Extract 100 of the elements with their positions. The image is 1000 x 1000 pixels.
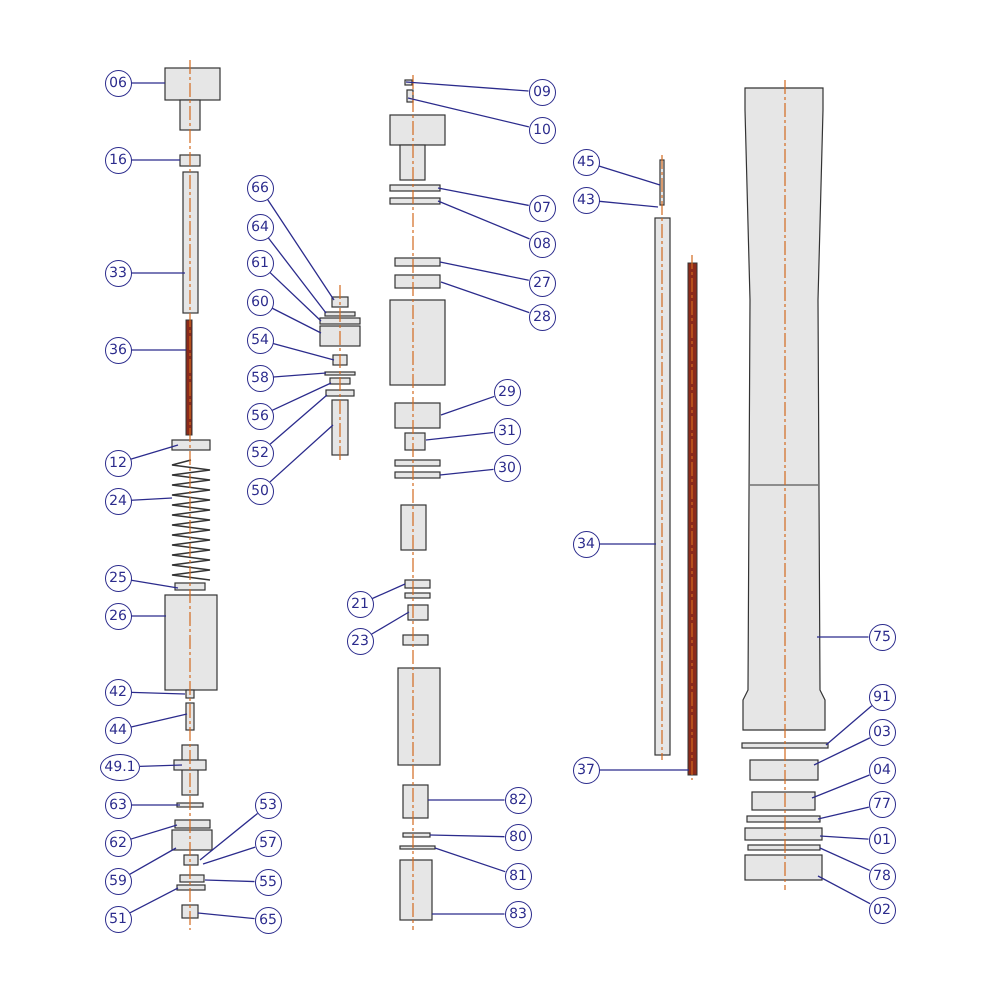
leader-line bbox=[266, 198, 335, 300]
leader-line bbox=[132, 159, 180, 161]
leader-line bbox=[200, 812, 258, 860]
callout-number: 57 bbox=[254, 830, 282, 856]
leader-line bbox=[440, 281, 530, 314]
leader-line bbox=[202, 846, 256, 865]
callout-number: 52 bbox=[246, 440, 274, 466]
leader-line bbox=[826, 705, 872, 746]
leader-line bbox=[131, 713, 188, 728]
callout-number: 21 bbox=[346, 590, 374, 618]
leader-line bbox=[817, 636, 868, 638]
leader-line bbox=[372, 583, 406, 600]
callout-number: 53 bbox=[254, 792, 282, 818]
callout-number: 27 bbox=[528, 270, 556, 296]
leader-line bbox=[600, 543, 656, 545]
leader-line bbox=[272, 342, 334, 361]
leader-line bbox=[198, 912, 255, 920]
callout-number: 44 bbox=[104, 716, 132, 744]
leader-line bbox=[440, 468, 494, 476]
callout-number: 31 bbox=[494, 418, 520, 444]
leader-line bbox=[434, 847, 506, 872]
callout-number: 36 bbox=[104, 336, 132, 364]
leader-line bbox=[438, 200, 530, 240]
leader-line bbox=[273, 372, 326, 378]
callout-number: 78 bbox=[868, 862, 896, 890]
callout-number: 25 bbox=[104, 564, 132, 592]
callout-number: 60 bbox=[246, 288, 274, 316]
callout-number: 01 bbox=[868, 826, 896, 854]
leader-line bbox=[132, 272, 185, 274]
leader-line bbox=[268, 237, 327, 314]
callout-number: 02 bbox=[868, 896, 896, 924]
leader-line bbox=[406, 81, 529, 92]
leader-line bbox=[598, 165, 660, 186]
leader-line bbox=[428, 799, 504, 801]
callout-number: 04 bbox=[868, 756, 896, 784]
callout-number: 45 bbox=[572, 148, 600, 176]
callout-number: 03 bbox=[868, 718, 896, 746]
leader-line bbox=[818, 806, 869, 820]
callout-number: 33 bbox=[104, 260, 132, 286]
leader-line bbox=[132, 615, 166, 617]
leader-line bbox=[371, 611, 410, 635]
callout-number: 91 bbox=[868, 684, 896, 710]
callout-number: 59 bbox=[104, 868, 132, 894]
leader-line bbox=[130, 824, 178, 840]
callout-number: 23 bbox=[346, 628, 374, 654]
leader-line bbox=[440, 396, 494, 416]
leader-line bbox=[820, 847, 870, 872]
leader-line bbox=[814, 737, 870, 766]
leader-line bbox=[132, 82, 165, 84]
leader-line bbox=[140, 764, 182, 767]
callout-number: 26 bbox=[104, 602, 132, 630]
leader-line bbox=[812, 774, 870, 799]
callout-number: 80 bbox=[504, 824, 532, 850]
callout-number: 12 bbox=[104, 450, 132, 476]
leader-line bbox=[272, 308, 322, 334]
callout-number: 09 bbox=[528, 78, 556, 106]
callout-number: 24 bbox=[104, 488, 132, 514]
callout-number: 75 bbox=[868, 624, 896, 650]
leader-line bbox=[129, 847, 176, 875]
leader-line bbox=[600, 769, 689, 771]
leader-line bbox=[270, 424, 334, 482]
leader-line bbox=[432, 913, 504, 915]
leader-line bbox=[130, 444, 178, 460]
callout-number: 34 bbox=[572, 530, 600, 558]
leader-line bbox=[130, 887, 178, 914]
callout-number: 82 bbox=[504, 786, 532, 814]
leader-line bbox=[820, 835, 869, 840]
callout-number: 61 bbox=[246, 250, 274, 276]
callout-number: 07 bbox=[528, 194, 556, 222]
callout-number: 64 bbox=[246, 214, 274, 240]
callout-number: 43 bbox=[572, 186, 600, 214]
callout-number: 16 bbox=[104, 146, 132, 174]
leader-line bbox=[132, 349, 186, 351]
leader-line bbox=[270, 394, 328, 445]
leader-line bbox=[408, 97, 530, 128]
leader-line bbox=[426, 432, 494, 441]
callout-number: 55 bbox=[254, 868, 282, 896]
leader-line bbox=[272, 382, 332, 411]
callout-number: 65 bbox=[254, 906, 282, 934]
callout-number: 42 bbox=[104, 678, 132, 706]
callout-number: 51 bbox=[104, 906, 132, 932]
leader-line bbox=[818, 875, 870, 904]
leader-line bbox=[599, 200, 658, 208]
callout-number: 49.1 bbox=[100, 754, 140, 780]
leader-line bbox=[430, 834, 505, 838]
leader-line bbox=[131, 580, 178, 589]
callout-number: 56 bbox=[246, 402, 274, 430]
leader-line bbox=[440, 261, 529, 281]
leader-line bbox=[131, 497, 172, 501]
callout-number: 62 bbox=[104, 830, 132, 856]
callout-number: 30 bbox=[494, 454, 520, 482]
leader-line bbox=[438, 187, 529, 206]
leader-line bbox=[204, 879, 255, 882]
callout-number: 37 bbox=[572, 756, 600, 784]
callout-number: 83 bbox=[504, 900, 532, 928]
callout-number: 66 bbox=[246, 174, 274, 202]
callout-number: 29 bbox=[494, 378, 520, 406]
callout-number: 54 bbox=[246, 326, 274, 354]
callout-number: 81 bbox=[504, 862, 532, 890]
leader-line bbox=[269, 272, 322, 322]
